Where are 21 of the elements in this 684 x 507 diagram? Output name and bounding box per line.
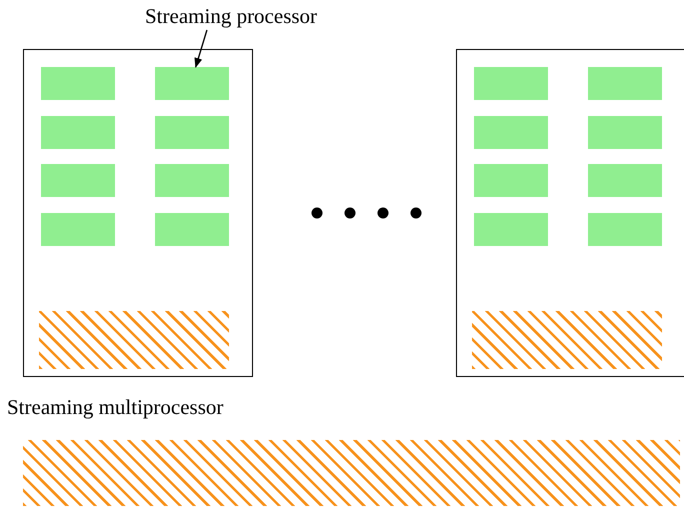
processor-block bbox=[474, 164, 548, 197]
processor-block bbox=[588, 67, 662, 100]
processor-block bbox=[41, 164, 115, 197]
processor-block bbox=[155, 116, 229, 149]
processor-block bbox=[588, 213, 662, 246]
processor-block bbox=[155, 164, 229, 197]
processor-block bbox=[474, 116, 548, 149]
processor-block bbox=[41, 116, 115, 149]
processor-block bbox=[588, 164, 662, 197]
multiprocessor-box bbox=[23, 49, 253, 377]
processor-block bbox=[588, 116, 662, 149]
processor-block bbox=[474, 67, 548, 100]
processor-block bbox=[155, 213, 229, 246]
processor-block bbox=[474, 213, 548, 246]
processor-block bbox=[41, 213, 115, 246]
label-text: Streaming processor bbox=[145, 4, 318, 29]
caption-text: Streaming multiprocessor bbox=[7, 395, 224, 420]
processor-block bbox=[155, 67, 229, 100]
processor-block bbox=[41, 67, 115, 100]
leader-line bbox=[194, 30, 208, 68]
multiprocessor-box bbox=[456, 49, 684, 377]
